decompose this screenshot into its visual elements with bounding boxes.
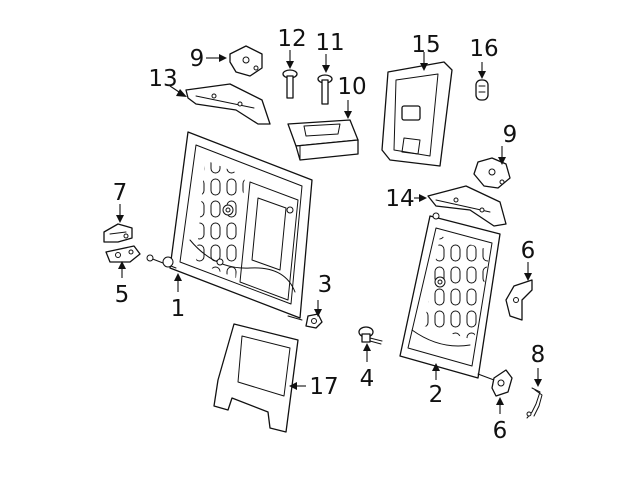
latch-9-right — [473, 157, 511, 189]
callout-label-16: 16 — [469, 36, 498, 62]
fastener-12 — [282, 69, 298, 99]
callout-6-lower: 6 — [493, 397, 508, 444]
callout-label-3: 3 — [318, 272, 333, 298]
callout-16: 16 — [469, 36, 499, 79]
callout-17: 17 — [289, 374, 339, 400]
callout-9-upper: 9 — [190, 46, 227, 72]
trim-panel-13 — [185, 83, 271, 125]
nut-3 — [305, 313, 323, 329]
callout-label-10: 10 — [337, 74, 366, 100]
callout-6-upper: 6 — [521, 238, 536, 281]
callout-2: 2 — [429, 363, 444, 408]
callout-10: 10 — [337, 74, 367, 119]
callout-label-2: 2 — [429, 382, 444, 408]
callout-label-4: 4 — [360, 366, 375, 392]
bezel-10 — [287, 119, 359, 161]
callout-5: 5 — [115, 261, 130, 308]
bracket-6-upper — [505, 279, 533, 321]
callout-label-13: 13 — [148, 66, 177, 92]
link-8 — [526, 387, 543, 419]
callout-label-9-upper: 9 — [190, 46, 205, 72]
bracket-6-lower — [491, 369, 513, 397]
callout-label-14: 14 — [385, 186, 414, 212]
clip-16 — [475, 79, 489, 101]
callout-label-9-right: 9 — [503, 122, 518, 148]
callout-label-7: 7 — [113, 180, 128, 206]
callout-9-right: 9 — [498, 122, 517, 165]
callout-label-5: 5 — [115, 282, 130, 308]
callout-label-1: 1 — [171, 296, 186, 322]
callout-14: 14 — [385, 186, 427, 212]
callout-3: 3 — [314, 272, 332, 317]
bracket-5 — [105, 245, 141, 263]
callout-11: 11 — [315, 30, 345, 73]
callout-label-12: 12 — [277, 26, 306, 52]
bracket-7 — [103, 223, 133, 243]
callout-8: 8 — [531, 342, 546, 387]
callout-12: 12 — [277, 26, 307, 69]
callout-label-11: 11 — [315, 30, 344, 56]
panel-17 — [213, 323, 299, 433]
callout-13: 13 — [148, 66, 187, 97]
trim-panel-14 — [427, 185, 507, 227]
latch-9-upper — [229, 45, 263, 77]
callout-15: 15 — [411, 32, 441, 71]
callout-label-8: 8 — [531, 342, 546, 368]
callout-label-17: 17 — [309, 374, 338, 400]
seatback-frame-right — [399, 212, 501, 381]
cover-panel-15 — [381, 61, 453, 167]
callout-7: 7 — [113, 180, 128, 223]
callout-1: 1 — [171, 273, 186, 322]
bolt-4 — [358, 326, 383, 345]
fastener-11 — [317, 74, 333, 105]
callout-4: 4 — [360, 343, 375, 392]
callout-label-6-upper: 6 — [521, 238, 536, 264]
seatback-frame-left — [146, 131, 313, 321]
callout-label-15: 15 — [411, 32, 440, 58]
callout-label-6-lower: 6 — [493, 418, 508, 444]
